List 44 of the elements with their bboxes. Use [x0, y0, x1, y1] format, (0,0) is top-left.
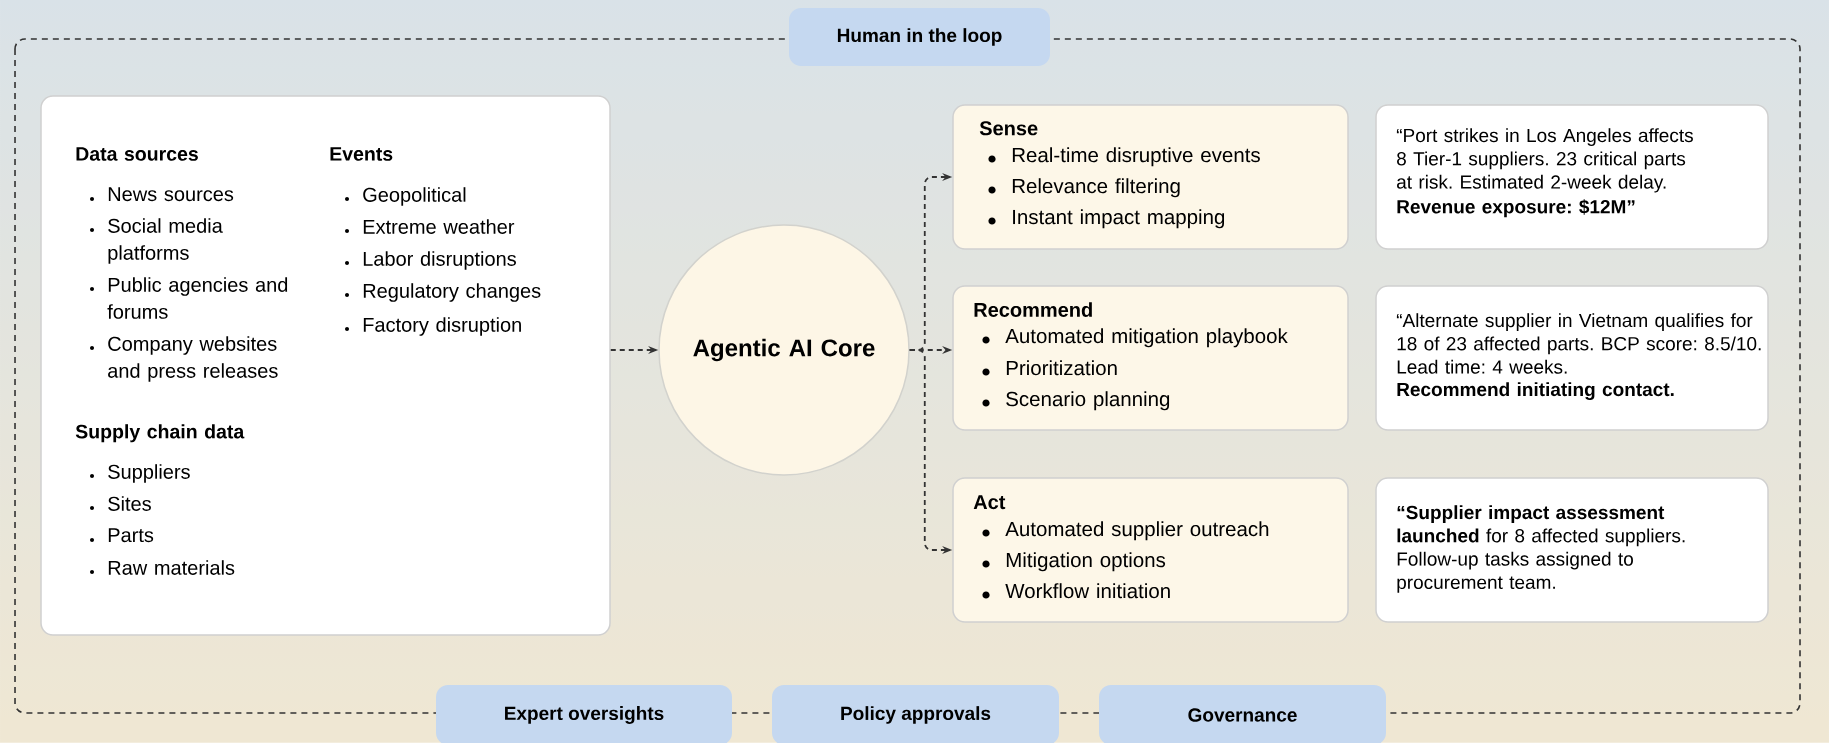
list-item: Workflow initiation	[982, 583, 1170, 599]
stage-box	[952, 477, 1349, 623]
quote-text: Revenue exposure: $12M”	[1397, 199, 1635, 218]
stage-box	[952, 285, 1349, 431]
list-item: Factory disruption	[345, 317, 521, 336]
text-card	[1375, 285, 1769, 431]
list-item: Extreme weather	[345, 219, 515, 234]
text-card	[40, 95, 611, 636]
quote-text: Recommend initiating contact.	[1397, 382, 1674, 400]
oversight-pill: Policy approvals	[772, 685, 1059, 743]
list-item: Mitigation options	[982, 552, 1166, 572]
oversight-pill: Governance	[1099, 685, 1386, 743]
list-item: Public agencies and forums	[90, 277, 288, 319]
list-item: Parts	[90, 528, 154, 543]
stage-heading: Recommend	[974, 302, 1092, 317]
list-item: Raw materials	[90, 560, 235, 575]
list-item: Regulatory changes	[345, 283, 541, 302]
list-item: Social media platforms	[90, 218, 223, 264]
list-item: Automated mitigation playbook	[982, 328, 1288, 348]
list-item: News sources	[90, 187, 234, 202]
list-item: Labor disruptions	[345, 251, 516, 270]
quote-text: “Port strikes in Los Angeles affects 8 Tier-1 suppliers. 23 critical parts at risk. Estimated 2-week delay.	[1396, 128, 1693, 193]
list-item: Company websites and press releases	[90, 336, 278, 382]
stage-box	[952, 104, 1349, 250]
group-heading: Supply chain data	[75, 424, 245, 443]
stage-heading: Act	[973, 495, 1006, 510]
text-card	[1375, 477, 1769, 623]
text-card	[1375, 104, 1769, 250]
list-item: Prioritization	[982, 360, 1117, 376]
list-item: Sites	[90, 496, 151, 511]
quote-text: “Supplier impact assessment launched for 8 affected suppliers. Follow-up tasks assigned to procurement team.	[1397, 505, 1685, 593]
oversight-pill: Human in the loop	[789, 8, 1050, 66]
list-item: Suppliers	[90, 464, 190, 483]
oversight-pill: Expert oversights	[436, 685, 732, 743]
list-item: Real-time disruptive events	[988, 147, 1260, 167]
quote-text: “Alternate supplier in Vietnam qualifies for 18 of 23 affected parts. BCP score: 8.5/10. Lead time: 4 weeks.	[1396, 313, 1761, 374]
list-item: Geopolitical	[345, 187, 466, 206]
group-heading: Data sources	[76, 147, 198, 161]
group-heading: Events	[330, 147, 393, 161]
list-item: Automated supplier outreach	[982, 521, 1269, 541]
list-item: Relevance filtering	[988, 178, 1180, 198]
list-item: Scenario planning	[982, 391, 1170, 411]
list-item: Instant impact mapping	[988, 209, 1225, 229]
stage-heading: Sense	[979, 121, 1038, 136]
